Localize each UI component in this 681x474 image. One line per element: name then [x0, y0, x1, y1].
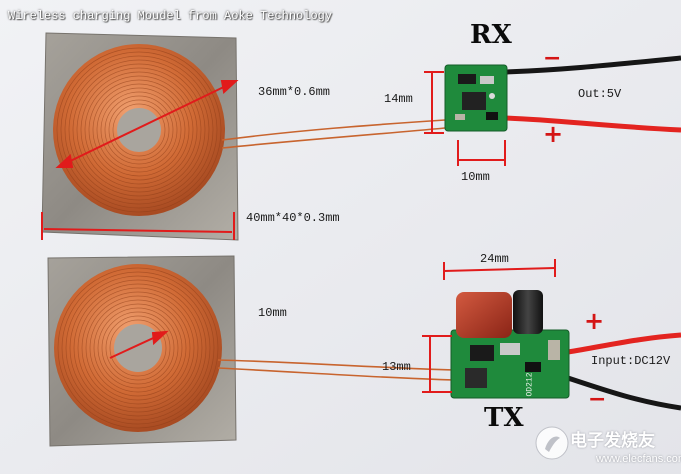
tx-coil-leads: [217, 359, 456, 381]
tx-red-wire: [567, 332, 681, 355]
plate-width-arrow: [43, 228, 233, 233]
tx-input-label: Input:DC12V: [591, 354, 671, 368]
tx-black-wire: [567, 375, 681, 411]
watermark-logo: [535, 426, 569, 460]
tx-chip-marking: OD212: [525, 372, 535, 397]
watermark-text: 电子发烧友: [570, 431, 655, 451]
rx-output-label: Out:5V: [578, 87, 622, 101]
rx-coil-leads: [221, 119, 446, 149]
rx-board-height-label: 14mm: [384, 92, 413, 106]
rx-pcb: [444, 64, 508, 132]
tx-heading: TX: [484, 403, 524, 433]
tx-board-height-label: 13mm: [382, 360, 411, 374]
rx-red-wire: [504, 115, 681, 133]
rx-coil-diameter-arrow: [61, 82, 233, 166]
rx-black-wire: [504, 55, 681, 75]
watermark: 电子发烧友 www.elecfans.com: [536, 426, 681, 470]
tx-coil: [54, 264, 222, 432]
rx-plus-sign: +: [543, 120, 564, 148]
rx-heading: RX: [470, 20, 512, 50]
tx-board-length-label: 24mm: [480, 252, 509, 266]
plate-size-label: 40mm*40*0.3mm: [246, 211, 340, 225]
tx-pcb: [450, 290, 570, 399]
rx-board-width-label: 10mm: [461, 170, 490, 184]
rx-coil: [53, 44, 225, 216]
tx-plus-sign: +: [584, 307, 605, 335]
tx-minus-sign: −: [588, 387, 607, 412]
page-title: Wireless charging Moudel from Aoke Techn…: [8, 9, 333, 23]
tx-coil-inner-label: 10mm: [258, 306, 287, 320]
rx-coil-size-label: 36mm*0.6mm: [258, 85, 331, 99]
watermark-url: www.elecfans.com: [596, 453, 681, 465]
tx-length-arrow: [443, 267, 556, 272]
annotation-arrows: [41, 71, 556, 393]
rx-minus-sign: −: [543, 46, 562, 71]
